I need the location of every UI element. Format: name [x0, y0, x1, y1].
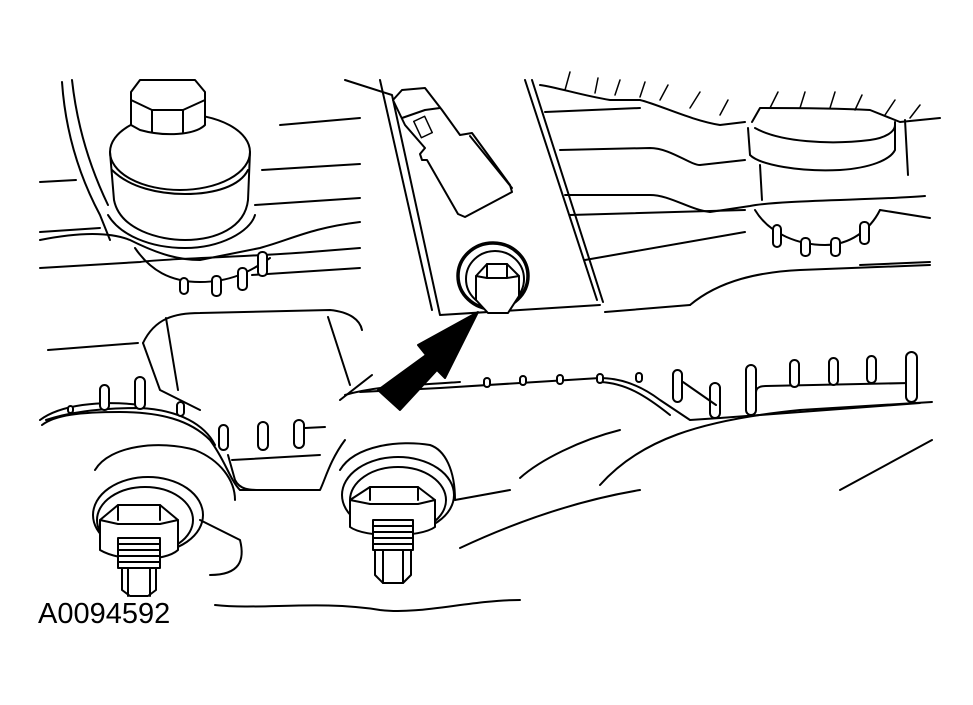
lower-left-stud-nut: [92, 444, 243, 597]
housing-outline: [39, 79, 933, 612]
upper-left-hex-bolt: [107, 79, 256, 249]
right-rib-rail: [344, 351, 921, 421]
figure-id-label: A0094592: [38, 598, 171, 630]
lower-center-stud-nut: [339, 442, 511, 584]
upper-right-boss: [539, 71, 941, 257]
connector-tab: [392, 87, 513, 218]
center-housing: [41, 309, 363, 491]
center-hex-bolt: [456, 241, 530, 314]
upper-left-collar-tabs: [134, 247, 271, 297]
